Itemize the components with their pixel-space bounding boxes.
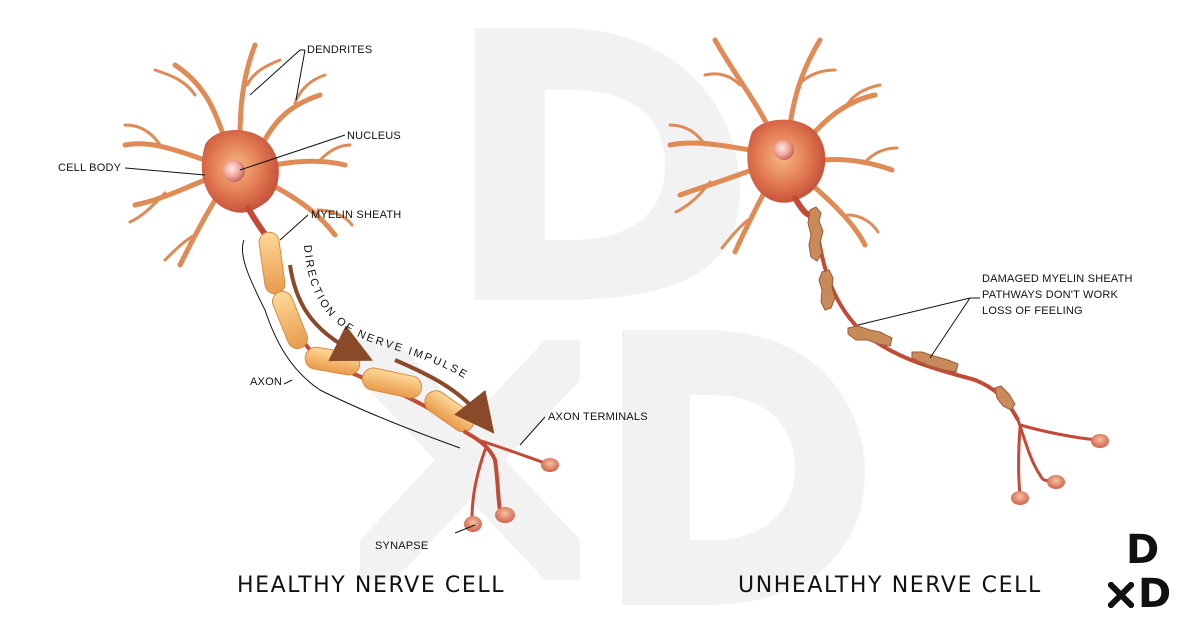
impulse-arrow-1	[288, 264, 373, 362]
unhealthy-leader-lines	[857, 297, 980, 359]
label-nucleus: NUCLEUS	[347, 130, 401, 142]
healthy-leader-lines	[124, 49, 546, 534]
logo-letter-bottom: D	[1138, 571, 1172, 617]
label-myelin-sheath: MYELIN SHEATH	[311, 209, 402, 221]
logo-letter-top: D	[1126, 527, 1160, 573]
label-dendrites: DENDRITES	[307, 44, 373, 56]
label-axon: AXON	[250, 376, 282, 388]
label-cell-body: CELL BODY	[58, 162, 122, 174]
unhealthy-neuron	[667, 37, 1109, 505]
label-damaged-myelin: DAMAGED MYELIN SHEATH	[982, 273, 1133, 285]
impulse-arrow-2	[394, 358, 495, 434]
damaged-myelin-segments	[807, 206, 1016, 411]
label-pathways: PATHWAYS DON'T WORK	[982, 289, 1119, 301]
brand-logo: D D	[1108, 530, 1180, 616]
x-mark-icon	[1108, 582, 1134, 608]
healthy-dendrites	[122, 42, 354, 268]
caption-healthy: HEALTHY NERVE CELL	[237, 573, 506, 598]
unhealthy-cell-body	[747, 119, 826, 203]
caption-unhealthy: UNHEALTHY NERVE CELL	[738, 573, 1042, 598]
unhealthy-nucleus	[774, 140, 794, 160]
healthy-nucleus	[223, 160, 245, 182]
unhealthy-dendrites	[667, 37, 899, 255]
label-synapse: SYNAPSE	[375, 540, 429, 552]
label-axon-terminals: AXON TERMINALS	[548, 411, 648, 423]
label-loss-of-feeling: LOSS OF FEELING	[982, 305, 1083, 317]
